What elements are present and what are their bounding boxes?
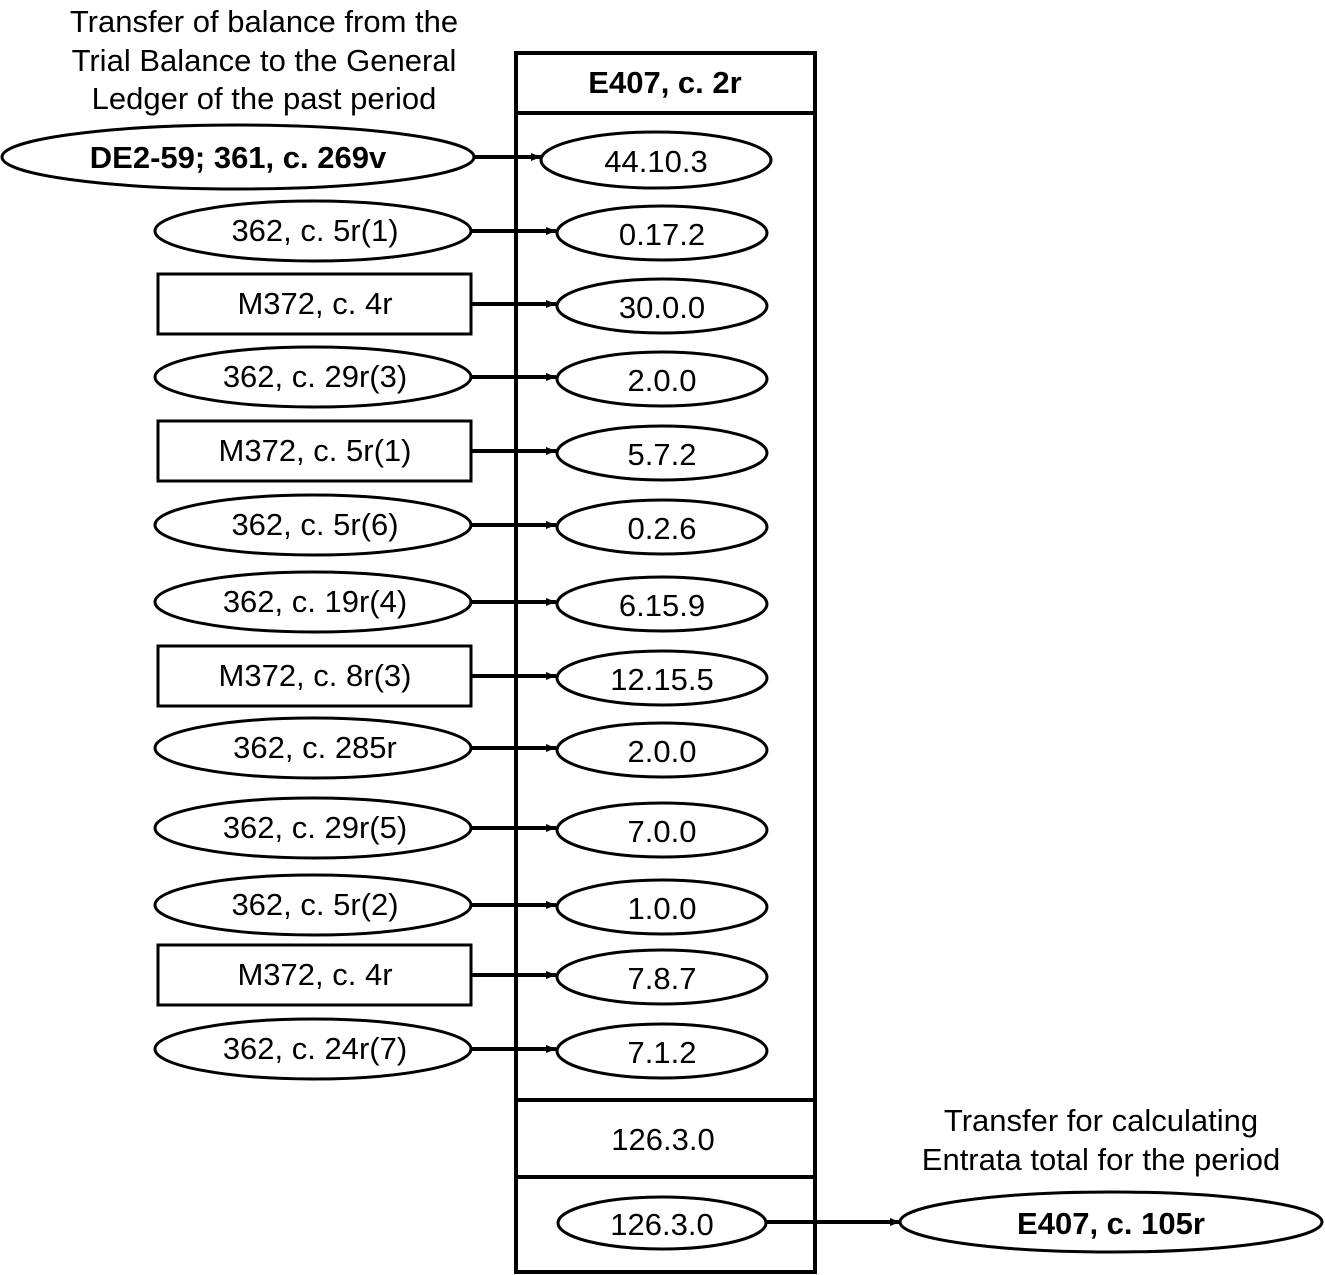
value-node bbox=[555, 1022, 769, 1080]
ledger-column: E407, c. 2r 126.3.0 bbox=[514, 51, 817, 1274]
value-label: 30.0.0 bbox=[619, 290, 705, 325]
source-node bbox=[156, 943, 473, 1007]
source-node bbox=[153, 345, 473, 409]
value-node bbox=[555, 575, 769, 633]
entry-row: 362, c. 29r(3) 2.0.0 bbox=[153, 345, 769, 409]
entry-row: 362, c. 19r(4) 6.15.9 bbox=[153, 570, 769, 634]
carried-value-label: 126.3.0 bbox=[610, 1207, 713, 1242]
ledger-header: E407, c. 2r bbox=[588, 65, 741, 100]
value-node bbox=[555, 801, 769, 859]
value-label: 7.1.2 bbox=[628, 1035, 697, 1070]
entry-row: 362, c. 285r 2.0.0 bbox=[153, 716, 769, 780]
entry-row: 362, c. 29r(5) 7.0.0 bbox=[153, 796, 769, 860]
bottom-note-line-2: Entrata total for the period bbox=[922, 1142, 1280, 1177]
entry-row: M372, c. 8r(3) 12.15.5 bbox=[156, 644, 769, 708]
top-note-line-2: Trial Balance to the General bbox=[72, 43, 457, 78]
entry-row: M372, c. 4r 7.8.7 bbox=[156, 943, 769, 1007]
value-node bbox=[555, 277, 769, 335]
opening-source-label: DE2-59; 361, c. 269v bbox=[90, 140, 387, 175]
entry-row: M372, c. 5r(1) 5.7.2 bbox=[156, 419, 769, 483]
carried-row: 126.3.0 E407, c. 105r bbox=[556, 1190, 1324, 1254]
top-note: Transfer of balance from the Trial Balan… bbox=[70, 4, 458, 116]
source-label: M372, c. 4r bbox=[237, 957, 392, 992]
source-label: M372, c. 4r bbox=[237, 286, 392, 321]
value-label: 12.15.5 bbox=[610, 662, 713, 697]
source-node bbox=[153, 570, 473, 634]
source-node bbox=[156, 644, 473, 708]
entry-row: 362, c. 5r(6) 0.2.6 bbox=[153, 493, 769, 557]
source-node bbox=[153, 199, 473, 263]
value-node bbox=[555, 424, 769, 482]
value-node bbox=[555, 649, 769, 707]
destination-label: E407, c. 105r bbox=[1017, 1206, 1205, 1241]
entry-row: M372, c. 4r 30.0.0 bbox=[156, 272, 769, 336]
source-label: 362, c. 5r(2) bbox=[231, 887, 398, 922]
source-node bbox=[153, 796, 473, 860]
entry-row: 362, c. 5r(1) 0.17.2 bbox=[153, 199, 769, 263]
source-label: M372, c. 8r(3) bbox=[219, 658, 412, 693]
ledger-total: 126.3.0 bbox=[611, 1122, 714, 1157]
opening-value-node bbox=[539, 130, 773, 190]
source-node bbox=[156, 419, 473, 483]
entry-row: 362, c. 24r(7) 7.1.2 bbox=[153, 1017, 769, 1081]
value-node bbox=[555, 204, 769, 262]
source-node bbox=[156, 272, 473, 336]
value-node bbox=[555, 948, 769, 1006]
ledger-column-frame bbox=[514, 51, 817, 1274]
bottom-note: Transfer for calculating Entrata total f… bbox=[922, 1103, 1280, 1177]
source-node bbox=[153, 493, 473, 557]
source-label: 362, c. 29r(3) bbox=[223, 359, 407, 394]
value-label: 1.0.0 bbox=[628, 891, 697, 926]
source-label: M372, c. 5r(1) bbox=[219, 433, 412, 468]
value-label: 7.0.0 bbox=[628, 814, 697, 849]
opening-value-label: 44.10.3 bbox=[604, 144, 707, 179]
top-note-line-3: Ledger of the past period bbox=[92, 81, 437, 116]
value-label: 7.8.7 bbox=[628, 961, 697, 996]
top-note-line-1: Transfer of balance from the bbox=[70, 4, 458, 39]
value-node bbox=[555, 878, 769, 936]
source-node bbox=[153, 873, 473, 937]
source-label: 362, c. 285r bbox=[233, 730, 397, 765]
source-label: 362, c. 29r(5) bbox=[223, 810, 407, 845]
value-label: 0.2.6 bbox=[628, 511, 697, 546]
source-node bbox=[153, 716, 473, 780]
value-node bbox=[555, 721, 769, 779]
value-label: 0.17.2 bbox=[619, 217, 705, 252]
value-node bbox=[555, 498, 769, 556]
opening-row: DE2-59; 361, c. 269v 44.10.3 bbox=[0, 123, 773, 191]
source-label: 362, c. 5r(1) bbox=[231, 213, 398, 248]
entry-row: 362, c. 5r(2) 1.0.0 bbox=[153, 873, 769, 937]
value-node bbox=[555, 350, 769, 408]
destination-node bbox=[898, 1190, 1324, 1254]
source-label: 362, c. 19r(4) bbox=[223, 584, 407, 619]
bottom-note-line-1: Transfer for calculating bbox=[944, 1103, 1258, 1138]
value-label: 2.0.0 bbox=[628, 363, 697, 398]
source-label: 362, c. 24r(7) bbox=[223, 1031, 407, 1066]
source-node bbox=[153, 1017, 473, 1081]
value-label: 6.15.9 bbox=[619, 588, 705, 623]
source-label: 362, c. 5r(6) bbox=[231, 507, 398, 542]
value-label: 5.7.2 bbox=[628, 437, 697, 472]
value-label: 2.0.0 bbox=[628, 734, 697, 769]
